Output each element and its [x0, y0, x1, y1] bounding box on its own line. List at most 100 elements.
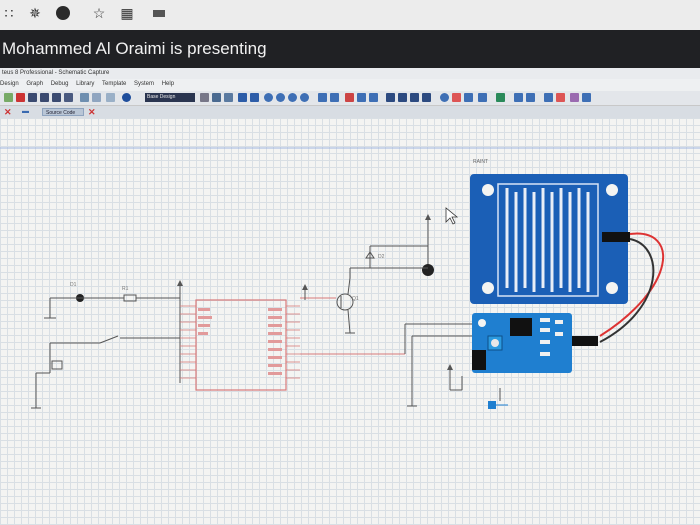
cut-icon[interactable]	[345, 93, 354, 102]
arrow-icon[interactable]	[478, 93, 487, 102]
menu-system[interactable]: System	[134, 81, 155, 87]
copy-icon[interactable]	[357, 93, 366, 102]
red-cable	[599, 232, 664, 337]
pcb-icon[interactable]	[92, 93, 101, 102]
puzzle-icon[interactable]: ✵	[29, 4, 41, 21]
bom-icon[interactable]	[106, 93, 115, 102]
module-hole-1	[478, 319, 486, 327]
mcu-chip	[195, 299, 287, 391]
tab-source-code[interactable]: Source Code	[42, 108, 84, 116]
mcu-pins	[180, 305, 300, 379]
stop-icon[interactable]	[16, 93, 25, 102]
document-tabs: ✕ ▬ Source Code ✕	[0, 106, 700, 118]
q1-label: Q1	[352, 296, 359, 302]
zoom-area-icon[interactable]	[300, 93, 309, 102]
d2-diode	[365, 251, 375, 259]
paste-icon[interactable]	[369, 93, 378, 102]
chevron-down-icon[interactable]	[200, 93, 209, 102]
block-move-icon[interactable]	[398, 93, 407, 102]
origin-icon[interactable]	[238, 93, 247, 102]
schematic-drawing: D1 R1	[0, 147, 700, 409]
zoom-all-icon[interactable]	[288, 93, 297, 102]
block-delete-icon[interactable]	[422, 93, 431, 102]
wire-icon[interactable]	[452, 93, 461, 102]
vcc-arrow-3	[425, 214, 431, 220]
menu-design[interactable]: Design	[0, 81, 19, 87]
presenter-text: Mohammed Al Oraimi is presenting	[2, 39, 267, 58]
export-icon[interactable]	[582, 93, 591, 102]
menu-library[interactable]: Library	[76, 81, 95, 87]
component-icon[interactable]	[80, 93, 89, 102]
help-icon[interactable]	[122, 93, 131, 102]
window-title: teus 8 Professional - Schematic Capture	[0, 68, 700, 79]
close-icon[interactable]: ✕	[4, 107, 12, 117]
extension-icon[interactable]: ∷	[4, 4, 14, 21]
presenting-banner: Mohammed Al Oraimi is presenting	[0, 30, 700, 68]
mcu-pin-text	[198, 308, 282, 375]
module-pins	[472, 350, 486, 370]
annotate-icon[interactable]	[496, 93, 505, 102]
menu-bar: Design Graph Debug Library Template Syst…	[0, 79, 700, 90]
design-combo[interactable]: Base Design	[145, 93, 195, 102]
new-icon[interactable]	[4, 93, 13, 102]
app-icon[interactable]: ▦	[120, 4, 134, 21]
star-icon[interactable]: ☆	[92, 4, 106, 21]
schematic-canvas[interactable]: D1 R1	[0, 118, 700, 525]
q1-transistor	[336, 293, 354, 311]
buzzer	[422, 264, 434, 276]
browser-toolbar: ∷ ✵ ☆ ▦	[0, 0, 700, 30]
buzzer-small	[51, 360, 63, 370]
module-components	[540, 318, 563, 356]
netlist-icon[interactable]	[464, 93, 473, 102]
q1-collector	[347, 277, 351, 295]
menu-help[interactable]: Help	[161, 81, 175, 87]
r1-label: R1	[122, 286, 129, 292]
layout-icon[interactable]	[64, 93, 73, 102]
menu-template[interactable]: Template	[101, 81, 127, 87]
undo-icon[interactable]	[318, 93, 327, 102]
label-icon[interactable]	[526, 93, 535, 102]
pot-knob	[491, 339, 499, 347]
delete-icon[interactable]	[556, 93, 565, 102]
grid-icon[interactable]	[224, 93, 233, 102]
window-icon[interactable]	[150, 4, 168, 22]
vcc-arrow-4	[447, 364, 453, 370]
zoom-in-icon[interactable]	[264, 93, 273, 102]
zoom-out-icon[interactable]	[276, 93, 285, 102]
d1-label: D1	[70, 282, 77, 288]
schematic-tab-icon[interactable]: ▬	[22, 108, 29, 115]
block-copy-icon[interactable]	[386, 93, 395, 102]
property-icon[interactable]	[514, 93, 523, 102]
sensor-trace-outline	[497, 183, 599, 297]
profile-icon[interactable]	[54, 4, 72, 22]
redo-icon[interactable]	[330, 93, 339, 102]
mount-hole-4	[606, 282, 618, 294]
menu-debug[interactable]: Debug	[50, 81, 69, 87]
q1-emitter	[347, 309, 351, 334]
r1-resistor	[123, 294, 137, 302]
mount-hole-2	[606, 184, 618, 196]
mount-hole-1	[482, 184, 494, 196]
sheet-icon[interactable]	[570, 93, 579, 102]
open-icon[interactable]	[28, 93, 37, 102]
pan-icon[interactable]	[250, 93, 259, 102]
mouse-cursor-icon	[445, 207, 459, 225]
erc-icon[interactable]	[544, 93, 553, 102]
d2-label: D2	[378, 254, 385, 260]
save-icon[interactable]	[40, 93, 49, 102]
module-connector	[572, 336, 598, 346]
refresh-icon[interactable]	[212, 93, 221, 102]
block-rotate-icon[interactable]	[410, 93, 419, 102]
sensor-connector	[602, 232, 630, 242]
menu-graph[interactable]: Graph	[26, 81, 44, 87]
push-switch	[99, 335, 119, 344]
sensor-traces	[505, 188, 590, 292]
vcc-arrow	[177, 280, 183, 286]
print-icon[interactable]	[52, 93, 61, 102]
mount-hole-3	[482, 282, 494, 294]
tab-close-icon[interactable]: ✕	[88, 107, 96, 117]
search-icon[interactable]	[440, 93, 449, 102]
logic-probe	[488, 401, 496, 409]
module-ic	[510, 318, 532, 336]
vcc-arrow-2	[302, 284, 308, 290]
